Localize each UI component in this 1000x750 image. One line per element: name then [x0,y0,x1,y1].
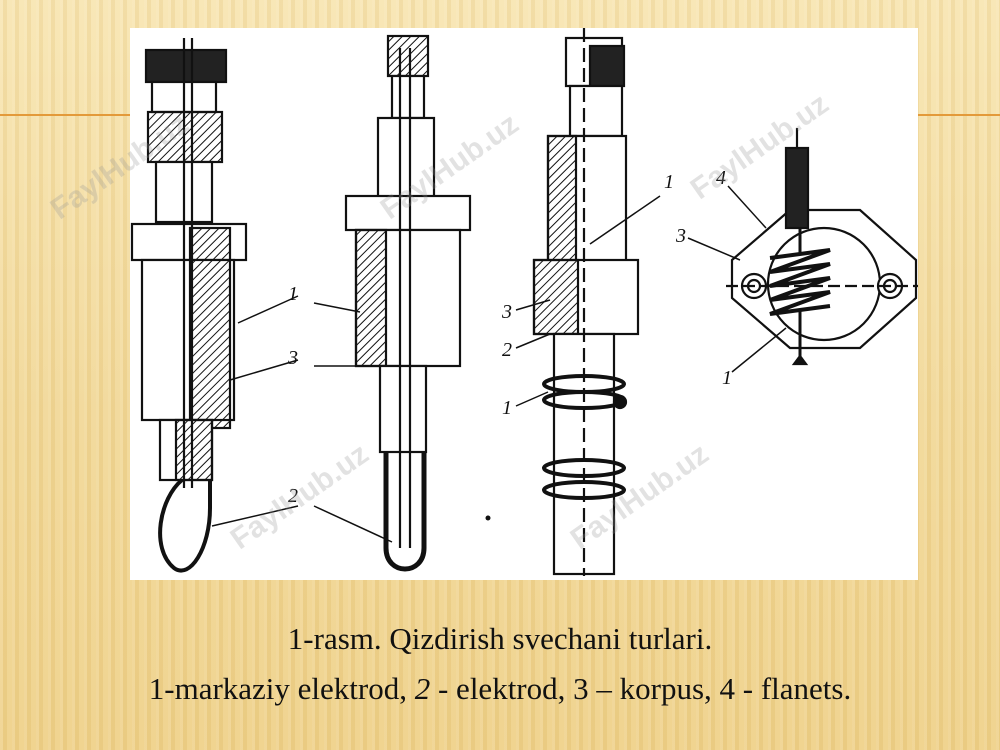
plug3-body-section [546,134,578,268]
label-plug3-2: 2 [502,339,512,361]
plug1-nut [144,48,228,84]
flange-heating-coil [769,248,831,316]
plug2-body-section [354,228,388,368]
decorative-rule-left [0,114,135,116]
plug2-tube [378,364,428,454]
label-plug3-3: 3 [501,301,512,323]
caption-part2: 2 [414,671,431,706]
caption-part3: - elektrod, 3 – korpus, 4 - flanets. [430,671,852,706]
glow-plug-drawing: 1 3 2 1 3 2 1 4 3 1 [130,28,918,576]
glow-plug-3 [532,28,640,576]
figure-caption-legend: 1-markaziy elektrod, 2 - elektrod, 3 – k… [0,670,1000,708]
flange-leaders [687,185,787,373]
plug2-neck [390,74,426,120]
plug2-hex [344,194,472,232]
label-plug1-1: 1 [288,283,298,305]
decorative-rule-right [915,114,1000,116]
plug2-terminal [386,34,430,78]
caption-part1: 1-markaziy elektrod, [148,671,415,706]
plug3-neck [568,84,624,138]
plug3-leaders [515,195,661,407]
callout-labels: 1 3 2 1 3 2 1 4 3 1 [287,167,732,507]
label-plug3-1b: 1 [502,397,512,419]
plug3-coil-2 [542,458,626,478]
plug1-leaders [211,295,299,527]
flange-heater [726,128,918,366]
label-flange-1: 1 [722,367,732,389]
flange-terminal [784,146,810,230]
plug1-tip-section [174,418,214,482]
label-plug3-1: 1 [664,171,674,193]
plug2-heating-sheath [383,452,427,572]
label-plug1-3: 3 [287,347,298,369]
label-plug1-2: 2 [288,485,298,507]
label-flange-3: 3 [675,225,686,247]
label-flange-4: 4 [716,167,726,189]
plug3-nut [588,44,626,88]
diagram-figure: 1 3 2 1 3 2 1 4 3 1 [130,28,918,580]
figure-caption-title: 1-rasm. Qizdirish svechani turlari. [287,621,713,656]
glow-plug-1 [130,38,248,573]
plug2-leaders [313,302,393,543]
plug1-heating-loop [158,478,212,573]
plug2-upper-body [376,116,436,200]
glow-plug-2 [344,34,472,572]
plug1-body-section [188,226,232,430]
